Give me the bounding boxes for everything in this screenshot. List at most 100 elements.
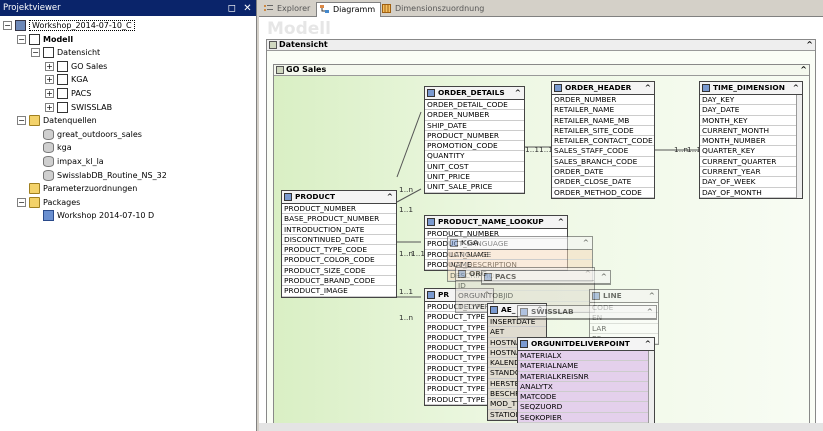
collapse-icon[interactable]: ^ (600, 272, 607, 281)
entity-column[interactable]: DAY_KEY (700, 95, 802, 106)
entity-table-header[interactable]: ORDER_DETAILS^ (425, 87, 524, 100)
entity-column[interactable]: MATERIALKREISNR (518, 372, 654, 382)
collapse-icon[interactable]: ^ (644, 83, 651, 92)
collapse-icon[interactable]: ^ (582, 238, 589, 247)
entity-column[interactable]: MATERIALX (518, 351, 654, 362)
entity-column[interactable]: UNIT_COST (425, 162, 524, 173)
entity-column[interactable]: UNIT_SALE_PRICE (425, 182, 524, 193)
tree-node[interactable]: −Datenquellen (17, 114, 97, 127)
entity-table-header[interactable]: PRODUCT_NAME_LOOKUP^ (425, 216, 567, 229)
entity-column[interactable]: PRODUCT_TYPE_CODE (282, 245, 396, 256)
entity-column[interactable]: DAY_OF_WEEK (700, 177, 802, 188)
entity-column[interactable]: PRODUCT_TYPE (425, 333, 493, 344)
entity-column[interactable]: ORDER_NUMBER (425, 110, 524, 121)
entity-column[interactable]: PROMOTION_CODE (425, 141, 524, 152)
entity-column[interactable]: MATERIALNAME (518, 361, 654, 372)
entity-column[interactable]: SALES_STAFF_CODE (552, 146, 654, 157)
entity-column[interactable]: SHIP_DATE (425, 121, 524, 131)
entity-table-header[interactable]: LINE^ (590, 290, 658, 303)
entity-column[interactable]: UNIT_PRICE (425, 172, 524, 183)
entity-column[interactable]: SEQKOPIER (518, 413, 654, 424)
expand-toggle-icon[interactable]: + (45, 75, 54, 85)
entity-column[interactable]: ORDER_METHOD_CODE (552, 188, 654, 198)
entity-column[interactable]: PRODUCT_TYPE (425, 364, 493, 375)
entity-column[interactable]: PRODUCT_TYPE (425, 343, 493, 354)
entity-column[interactable]: ORDER_DATE (552, 167, 654, 178)
diagram-canvas[interactable]: Modell Datensicht ^ GO Sales ^ (259, 17, 823, 431)
tree-node[interactable]: +SWISSLAB (45, 101, 112, 114)
entity-column[interactable]: MONTH_KEY (700, 116, 802, 126)
expand-toggle-icon[interactable]: + (45, 102, 54, 112)
entity-column[interactable]: RETAILER_SITE_CODE (552, 126, 654, 137)
entity-column[interactable]: DAY_DATE (700, 105, 802, 116)
collapse-icon[interactable]: ^ (800, 65, 807, 74)
expand-toggle-icon[interactable]: + (45, 89, 54, 98)
entity-column[interactable]: INTRODUCTION_DATE (282, 225, 396, 235)
entity-column[interactable]: ORDER_CLOSE_DATE (552, 177, 654, 188)
entity-column[interactable]: PRODUCT_TYPE (425, 323, 493, 333)
entity-table-header[interactable]: SWISSLAB^ (518, 306, 656, 319)
entity-column[interactable]: DISCONTINUED_DATE (282, 235, 396, 246)
entity-column[interactable]: PRODUCT_SIZE_CODE (282, 266, 396, 277)
tree-node[interactable]: great_outdoors_sales (31, 128, 142, 141)
tree-node[interactable]: +PACS (45, 87, 91, 100)
entity-column[interactable]: SEQZUORD (518, 402, 654, 413)
go-sales-panel-header[interactable]: GO Sales ^ (274, 65, 809, 76)
entity-column[interactable]: ANALYTX (518, 382, 654, 393)
entity-column[interactable]: RETAILER_NAME_MB (552, 116, 654, 126)
horizontal-scrollbar[interactable] (259, 423, 823, 431)
entity-table-header[interactable]: KGA^ (448, 237, 592, 250)
entity-table-header[interactable]: TIME_DIMENSION^ (700, 82, 802, 95)
entity-table-swisslab[interactable]: SWISSLAB^ (517, 305, 657, 320)
collapse-toggle-icon[interactable]: − (17, 116, 26, 126)
collapse-icon[interactable]: ^ (644, 339, 651, 348)
entity-column[interactable]: PRODUCT_IMAGE (282, 286, 396, 297)
collapse-icon[interactable]: ^ (648, 291, 655, 300)
tree-node[interactable]: +GO Sales (45, 60, 107, 73)
entity-column[interactable]: PRODUCT_TYPE (425, 312, 493, 323)
tree-node[interactable]: −Workshop_2014-07-10_C (3, 19, 135, 32)
collapse-toggle-icon[interactable]: − (17, 197, 26, 207)
entity-column[interactable]: DAY_OF_MONTH (700, 188, 802, 198)
entity-column[interactable]: CURRENT_MONTH (700, 126, 802, 137)
entity-table-header[interactable]: PRODUCT^ (282, 191, 396, 204)
minimize-icon[interactable]: ◻ (227, 3, 236, 14)
entity-column[interactable]: QUARTER_KEY (700, 146, 802, 157)
collapse-icon[interactable]: ^ (514, 88, 521, 97)
collapse-toggle-icon[interactable]: − (17, 34, 26, 44)
entity-column[interactable]: PRODUCT_BRAND_CODE (282, 276, 396, 287)
tree-node[interactable]: +KGA (45, 73, 88, 86)
vertical-scrollbar[interactable] (796, 95, 802, 198)
collapse-icon[interactable]: ^ (806, 40, 813, 49)
collapse-toggle-icon[interactable]: − (31, 48, 40, 58)
tree-node[interactable]: Parameterzuordnungen (17, 182, 137, 195)
collapse-icon[interactable]: ^ (386, 192, 393, 201)
tab-diagramm[interactable]: Diagramm (316, 2, 382, 18)
entity-column[interactable]: INSERTDATE (488, 317, 546, 328)
expand-toggle-icon[interactable]: + (45, 61, 54, 71)
entity-column[interactable]: RETAILER_CONTACT_CODE (552, 136, 654, 147)
collapse-icon[interactable]: ^ (646, 307, 653, 316)
collapse-icon[interactable]: ^ (792, 83, 799, 92)
tab-explorer[interactable]: Explorer (261, 2, 315, 17)
entity-column[interactable]: ORDER_NUMBER (552, 95, 654, 106)
entity-column[interactable]: PRODUCT_TYPE (425, 353, 493, 364)
entity-column[interactable]: CURRENT_YEAR (700, 167, 802, 178)
entity-column[interactable]: QUANTITY (425, 151, 524, 162)
entity-column[interactable]: LAR (590, 324, 658, 334)
entity-table-header[interactable]: ORDER_HEADER^ (552, 82, 654, 95)
collapse-icon[interactable]: ^ (557, 217, 564, 226)
tree-node[interactable]: impax_kl_la (31, 155, 104, 168)
entity-column[interactable]: PRODUCT_NUMBER (425, 131, 524, 142)
entity-column[interactable]: ORDER_DETAIL_CODE (425, 100, 524, 111)
entity-column[interactable]: PRODUCT_TYPE (425, 374, 493, 385)
entity-table-header[interactable]: ORGUNITDELIVERPOINT^ (518, 338, 654, 351)
entity-column[interactable]: SALES_BRANCH_CODE (552, 157, 654, 168)
tree-node[interactable]: −Packages (17, 196, 80, 209)
collapse-toggle-icon[interactable]: − (3, 21, 12, 30)
tree-node[interactable]: −Datensicht (31, 46, 100, 59)
